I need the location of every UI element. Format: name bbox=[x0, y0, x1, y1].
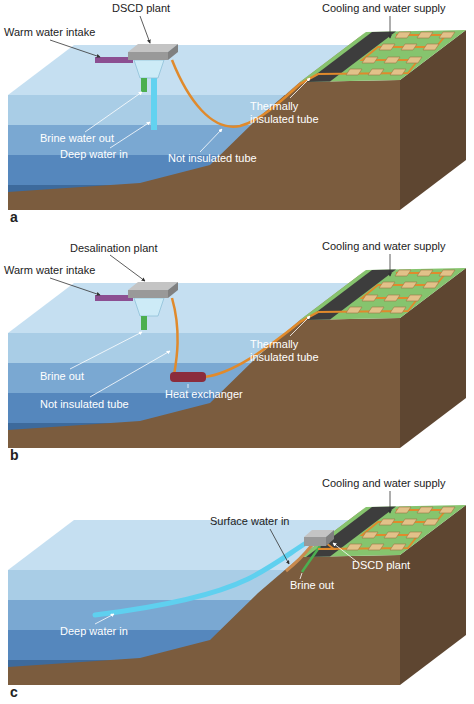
callout-label: Desalination plant bbox=[70, 242, 157, 255]
callout-label: Warm water intake bbox=[4, 26, 95, 39]
panel-letter: a bbox=[10, 211, 18, 224]
leader-line bbox=[270, 529, 289, 564]
leader-line bbox=[110, 122, 150, 148]
leader-line bbox=[70, 332, 142, 369]
plant-wall bbox=[326, 530, 334, 546]
leader-line bbox=[390, 491, 391, 513]
callout-label: Not insulated tube bbox=[40, 398, 129, 411]
leader-line bbox=[188, 384, 189, 388]
heat-exchanger bbox=[170, 372, 206, 382]
callout-label: Cooling and water supply bbox=[322, 240, 446, 253]
callout-label: Cooling and water supply bbox=[322, 477, 446, 490]
panel-b bbox=[8, 254, 466, 448]
callout-label: Deep water in bbox=[60, 625, 128, 638]
callout-label: DSCD plant bbox=[352, 559, 410, 572]
callout-label: Heat exchanger bbox=[165, 388, 243, 401]
leader-line bbox=[300, 573, 302, 579]
callout-label: Brine out bbox=[40, 370, 84, 383]
leader-line bbox=[333, 543, 356, 561]
leader-line bbox=[200, 129, 222, 152]
deep-water-pipe bbox=[95, 543, 306, 615]
leader-line bbox=[85, 92, 142, 132]
callout-label: Deep water in bbox=[60, 148, 128, 161]
panel-letter: b bbox=[10, 449, 19, 462]
leader-line bbox=[95, 614, 114, 624]
callout-label: Brine water out bbox=[40, 132, 114, 145]
leader-line bbox=[90, 351, 170, 397]
leader-line bbox=[290, 316, 310, 336]
panel-letter: c bbox=[10, 686, 18, 699]
leader-line bbox=[50, 278, 100, 295]
callout-label: Thermally insulated tube bbox=[250, 338, 328, 364]
leader-line bbox=[50, 40, 100, 57]
cooling-pipe bbox=[172, 298, 178, 375]
callout-label: Surface water in bbox=[210, 515, 289, 528]
terrain-block bbox=[8, 30, 466, 210]
callout-label: DSCD plant bbox=[112, 2, 170, 15]
leader-line bbox=[140, 16, 150, 43]
callout-label: Brine out bbox=[290, 579, 334, 592]
leader-line bbox=[390, 254, 391, 276]
plant-wall bbox=[304, 537, 326, 546]
terrain-block bbox=[8, 505, 466, 685]
brine-pipe bbox=[302, 546, 320, 572]
deep-water-pipe bbox=[151, 78, 157, 130]
panel-a bbox=[8, 16, 466, 210]
callout-label: Not insulated tube bbox=[168, 152, 257, 165]
leader-line bbox=[390, 16, 391, 38]
floating-plant bbox=[95, 282, 178, 330]
floating-plant bbox=[95, 44, 178, 92]
panel-c bbox=[8, 491, 466, 685]
surface-water-pipe bbox=[286, 545, 312, 571]
callout-label: Thermally insulated tube bbox=[250, 100, 328, 126]
callout-label: Warm water intake bbox=[4, 264, 95, 277]
terrain-block bbox=[8, 268, 466, 448]
leader-line bbox=[290, 78, 310, 98]
callout-label: Cooling and water supply bbox=[322, 2, 446, 15]
leader-line bbox=[110, 255, 145, 281]
